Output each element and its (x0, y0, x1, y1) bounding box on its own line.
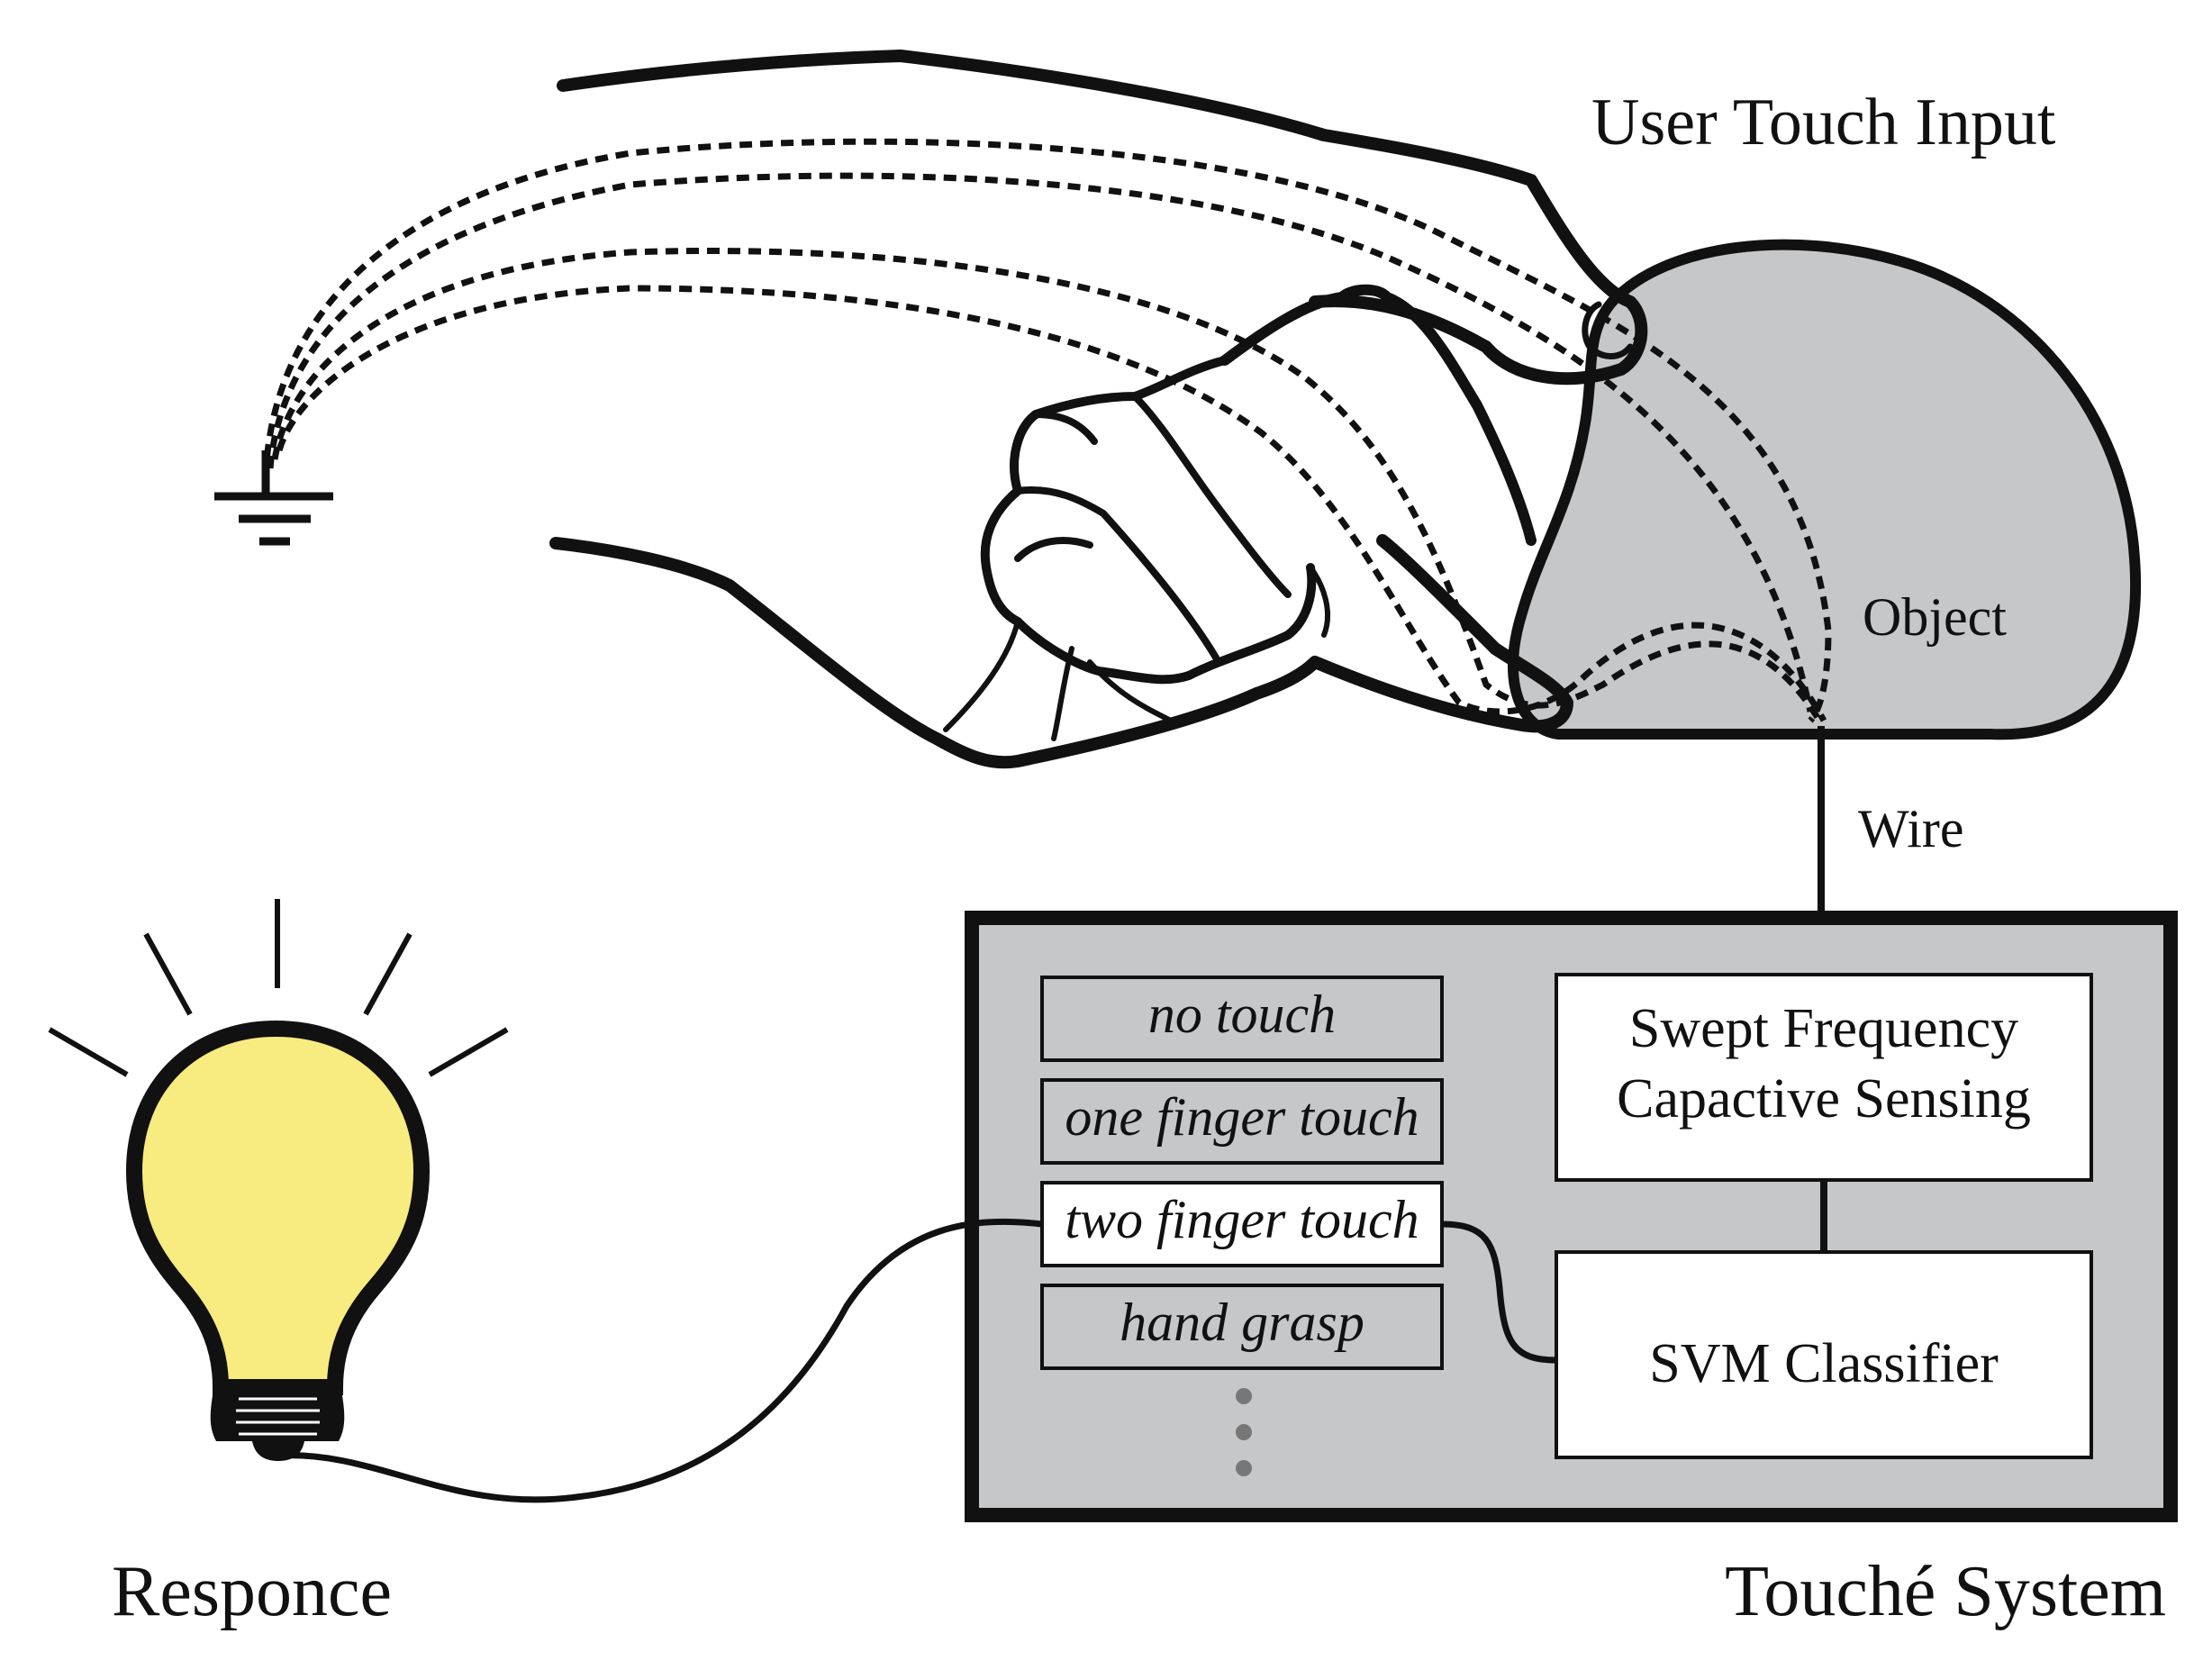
gesture-hand-grasp: hand grasp (1120, 1293, 1364, 1352)
response-wire (277, 1218, 1043, 1503)
gesture-one-finger-touch: one finger touch (1065, 1087, 1419, 1147)
svm-classifier-label: SVM Classifier (1649, 1333, 1999, 1394)
classifier-to-gesture-connector (1441, 1221, 1557, 1364)
gesture-item: two finger touch (1040, 1181, 1444, 1267)
gesture-item: hand grasp (1040, 1284, 1444, 1370)
gesture-item: no touch (1040, 976, 1444, 1062)
object-label: Object (1863, 587, 2007, 647)
light-ray-icon (48, 899, 509, 1077)
wire-label: Wire (1858, 799, 1964, 858)
svm-classifier-block: SVM Classifier (1555, 1250, 2093, 1459)
swept-frequency-sensing-block: Swept Frequency Capactive Sensing (1555, 973, 2093, 1182)
ground-icon (214, 450, 333, 546)
hand-icon (549, 50, 1648, 769)
touche-system-label: Touché System (1725, 1552, 2166, 1631)
responce-label: Responce (112, 1552, 392, 1631)
gesture-no-touch: no touch (1148, 985, 1336, 1044)
gesture-list: no touch one finger touch two finger tou… (1040, 976, 1444, 1476)
more-gestures-ellipsis (1236, 1388, 1252, 1476)
object-shape (1508, 239, 2141, 740)
sensing-line-1: Swept Frequency (1629, 998, 2018, 1059)
sensing-line-2: Capactive Sensing (1617, 1068, 2031, 1130)
user-touch-input-label: User Touch Input (1591, 86, 2056, 159)
field-lines (262, 138, 1832, 723)
gesture-item: one finger touch (1040, 1078, 1444, 1165)
lightbulb-icon (48, 899, 509, 1461)
gesture-two-finger-touch: two finger touch (1065, 1190, 1419, 1249)
